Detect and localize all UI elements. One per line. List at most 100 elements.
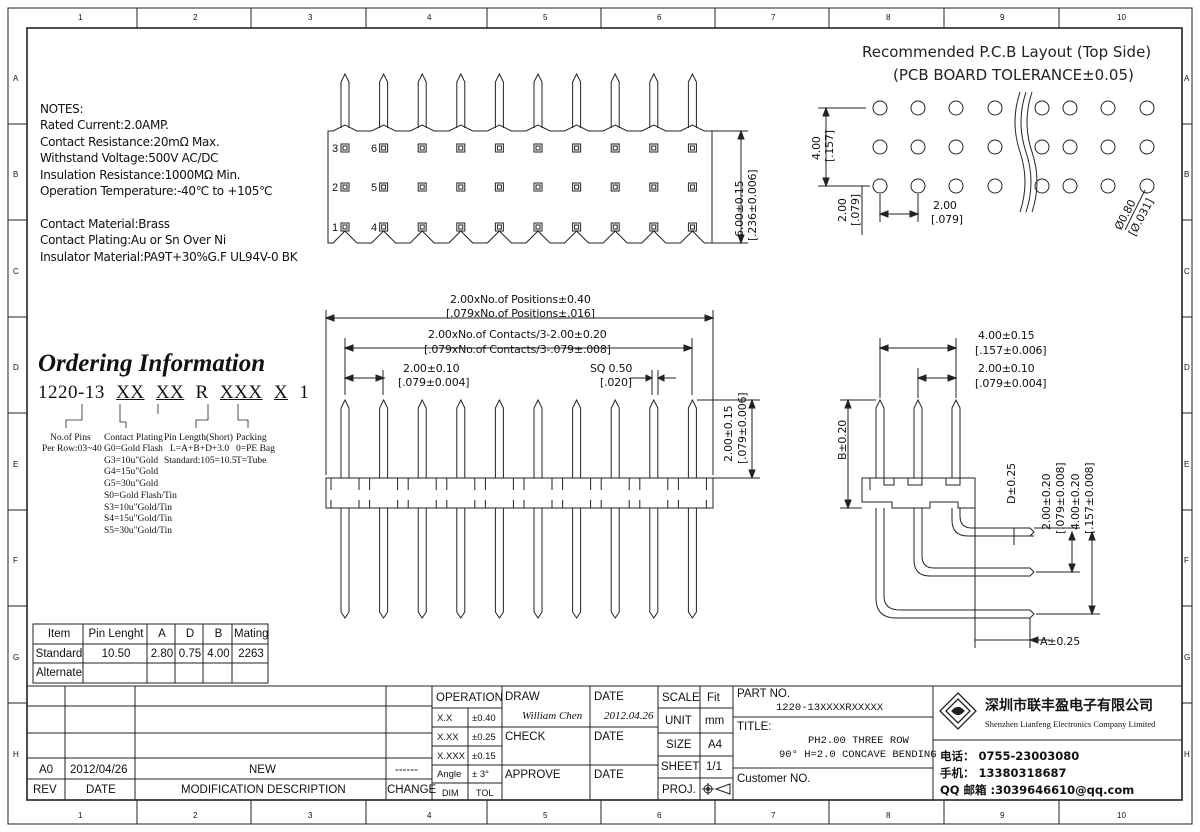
tol-dim: X.XXX <box>437 751 465 762</box>
side-dim4-in: [.157±0.008] <box>1083 462 1096 534</box>
pcb-hole <box>987 139 1003 155</box>
row-number: 2 <box>332 182 339 194</box>
top-pin-square <box>494 143 504 153</box>
note-line: Contact Plating:Au or Sn Over Ni <box>40 233 226 248</box>
top-pin-inner <box>651 224 657 230</box>
top-pin-inner <box>612 224 618 230</box>
top-pin-tail <box>494 72 504 128</box>
top-pin-square <box>417 182 427 192</box>
company-name-cn: 深圳市联丰盈电子有限公司 <box>985 698 1153 714</box>
top-pin-square <box>572 143 582 153</box>
tol-value: ± 3° <box>472 769 489 780</box>
top-pin-inner <box>651 184 657 190</box>
notes-block: NOTES:Rated Current:2.0AMP.Contact Resis… <box>40 102 298 266</box>
plating-label: Contact Plating <box>104 433 163 443</box>
note-line: Contact Resistance:20mΩ Max. <box>40 134 220 149</box>
plating-option: S3=10u"Gold/Tin <box>104 502 173 513</box>
part-no-label: PART NO. <box>737 688 791 700</box>
pcb-hole <box>987 178 1003 194</box>
pcb-hole <box>1100 178 1116 194</box>
row-label: G <box>13 653 20 662</box>
side-view-dims <box>840 338 1100 648</box>
top-pin-inner <box>381 184 387 190</box>
approve-label: APPROVE <box>505 769 561 781</box>
packing-value-2: T=Tube <box>236 456 267 466</box>
pins-label: No.of Pins <box>50 433 91 443</box>
col-label-bottom: 9 <box>1000 811 1005 820</box>
top-pin-inner <box>535 184 541 190</box>
top-pin-inner <box>381 145 387 151</box>
projection-icon <box>702 783 731 795</box>
length-label: Pin Length(Short) <box>164 433 233 443</box>
company-name-en: Shenzhen Lianfeng Electronics Company Li… <box>985 719 1156 729</box>
rev-value: A0 <box>39 764 54 776</box>
spec-header: D <box>185 628 195 640</box>
draw-date-label: DATE <box>594 691 624 703</box>
top-height-dim: 6.00±0.15 <box>733 180 746 237</box>
pcb-pitch-v: 4.00 <box>810 136 823 160</box>
tol-dim: X.XX <box>437 732 459 743</box>
change-header: CHANGE <box>387 784 437 796</box>
top-pin-tail <box>610 72 620 128</box>
draw-label: DRAW <box>505 691 540 703</box>
pcb-hole <box>1062 100 1078 116</box>
top-pin-inner <box>381 224 387 230</box>
note-line: Insulation Resistance:1000MΩ Min. <box>40 167 241 182</box>
top-pin-tail <box>533 72 543 128</box>
pcb-break-lines <box>1014 91 1038 213</box>
front-housing-detail <box>523 478 553 508</box>
pcb-hole <box>948 100 964 116</box>
top-pin-square <box>687 182 697 192</box>
pcb-hole <box>910 100 926 116</box>
top-pin-square <box>572 182 582 192</box>
top-pin-square <box>379 143 389 153</box>
pcb-hole <box>1034 139 1050 155</box>
row-label-right: A <box>1184 74 1190 83</box>
front-pin-bottom <box>687 508 697 619</box>
length-value-2: Standard:105=10.5 <box>164 456 237 466</box>
approve-date-label: DATE <box>594 769 624 781</box>
front-pin-top <box>572 398 582 478</box>
top-pin-square <box>379 182 389 192</box>
pcb-pitch-h-in: [.079] <box>931 213 963 226</box>
side-dim3-in: [.079±0.008] <box>1054 462 1067 534</box>
col-label-bottom: 2 <box>193 811 198 820</box>
front-pin-bottom <box>572 508 582 619</box>
top-pin-square <box>687 143 697 153</box>
top-pin-square <box>610 143 620 153</box>
pcb-pitch-v2-in: [.079] <box>849 194 862 226</box>
pcb-dims <box>818 106 1146 235</box>
pcb-title: Recommended P.C.B Layout (Top Side) <box>862 43 1152 61</box>
col-label: 7 <box>771 13 776 22</box>
front-housing-detail <box>446 478 476 508</box>
col-label: 10 <box>1117 13 1126 22</box>
plating-option: G5=30u"Gold <box>104 479 159 490</box>
spec-table-grid <box>32 623 269 684</box>
side-b: B±0.20 <box>836 419 849 460</box>
ordering-leaders <box>65 404 249 428</box>
top-pin-square <box>533 222 543 232</box>
col-label: 2 <box>193 13 198 22</box>
top-pin-inner <box>496 224 502 230</box>
front-view-dims <box>324 310 760 480</box>
code-part-r: R <box>195 382 209 403</box>
top-pin-inner <box>458 145 464 151</box>
top-pin-inner <box>419 224 425 230</box>
row-label: A <box>13 74 19 83</box>
spec-header: Pin Lenght <box>88 628 144 640</box>
pcb-hole <box>872 139 888 155</box>
unit-value: mm <box>705 715 725 727</box>
plating-option: G0=Gold Flash <box>104 444 163 454</box>
spec-header: Item <box>47 628 71 640</box>
pcb-hole <box>1139 100 1155 116</box>
top-pin-square <box>340 143 350 153</box>
top-pin-square <box>533 143 543 153</box>
packing-value-1: 0=PE Bag <box>236 444 275 454</box>
ordering-code: 1220-13 XX XX R XXX X 1 <box>38 382 309 404</box>
packing-label: Packing <box>236 433 267 443</box>
company-phone: 电话： 0755-23003080 <box>940 749 1080 763</box>
front-dim4-in: [.020] <box>600 376 632 389</box>
col-label: 6 <box>657 13 662 22</box>
top-pin-tail <box>340 72 350 128</box>
